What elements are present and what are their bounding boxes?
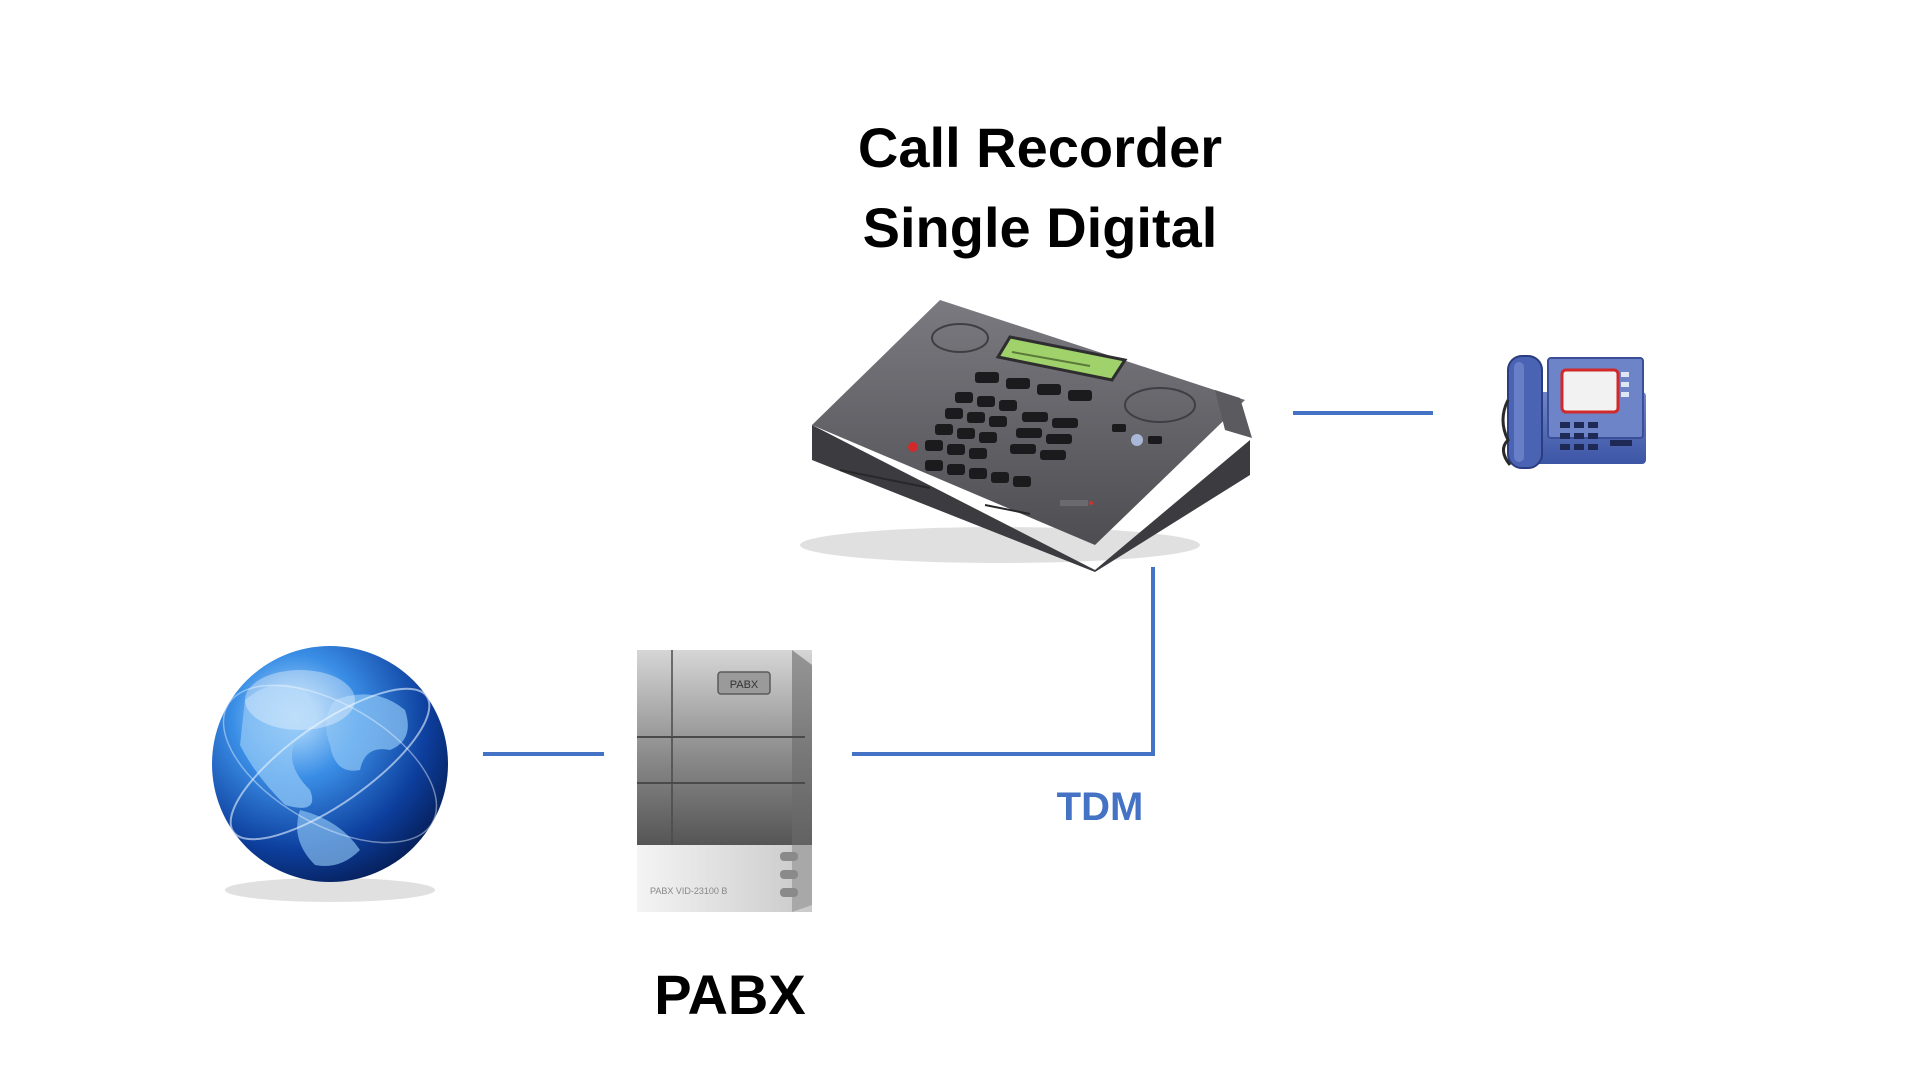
- pabx-server-icon: PABX PABX VID-23100 B: [637, 650, 812, 912]
- connection-lines: [483, 411, 1433, 756]
- link-pabx-recorder-tdm: [852, 567, 1155, 756]
- globe-icon: [212, 646, 448, 902]
- tdm-connection-label: TDM: [1056, 785, 1144, 829]
- pabx-label: PABX: [654, 963, 806, 1026]
- call-recorder-title-line2: Single Digital: [862, 196, 1218, 259]
- call-recorder-title: Call Recorder Single Digital: [760, 108, 1320, 268]
- pabx-model-label: PABX VID-23100 B: [650, 886, 727, 896]
- call-recorder-device-icon: [800, 300, 1252, 572]
- call-recorder-title-line1: Call Recorder: [857, 116, 1223, 179]
- ip-phone-icon: [1501, 355, 1646, 469]
- pabx-nameplate: PABX: [730, 679, 759, 691]
